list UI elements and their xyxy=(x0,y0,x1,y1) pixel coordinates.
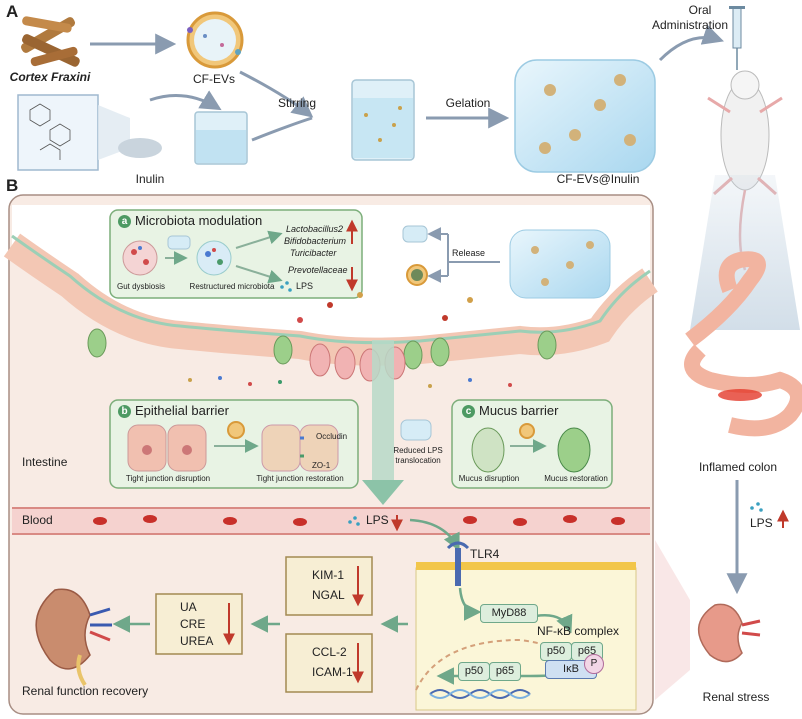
mucus-badge: c xyxy=(462,405,475,418)
arrow-inulin-up xyxy=(149,90,222,111)
bacteria-up-1: Lactobacillus2 xyxy=(286,224,344,234)
kidney-healthy-icon xyxy=(35,588,112,687)
renal-stress-label: Renal stress xyxy=(702,690,770,704)
tlr4-receptor-icon xyxy=(446,541,470,586)
ccl-icam-box xyxy=(285,633,373,693)
panel-a-letter: A xyxy=(6,2,19,21)
blood-band xyxy=(12,508,650,534)
arrow-evs-to-stir xyxy=(239,70,314,118)
zo1-label: ZO-1 xyxy=(312,461,331,470)
cf-evs-inulin-label: CF-EVs@Inulin xyxy=(556,172,640,186)
inflamed-colon-label: Inflamed colon xyxy=(698,460,778,474)
ngal-label: NGAL xyxy=(312,588,345,602)
release-hydrogel-icon xyxy=(509,229,611,299)
reduced-lps-hydrogel-icon xyxy=(400,419,432,441)
translocation-arrow-shaft xyxy=(372,340,394,480)
inulin-structure-icon xyxy=(17,94,162,171)
red-blood-cells xyxy=(93,515,625,526)
syringe-icon xyxy=(729,6,745,70)
mucus-restoration-label: Mucus restoration xyxy=(544,474,608,483)
microbiota-box xyxy=(109,209,363,299)
p50-complex: p50 xyxy=(540,642,572,661)
kim-ngal-box xyxy=(285,556,373,616)
kidney-stressed-icon xyxy=(697,603,761,663)
cortex-fraxini-icon xyxy=(20,16,80,67)
mucus-title-text: Mucus barrier xyxy=(479,403,559,418)
mucus-title: c Mucus barrier xyxy=(462,403,558,418)
tj-restoration-label: Tight junction restoration xyxy=(256,474,344,483)
cortex-fraxini-label: Cortex Fraxini xyxy=(9,70,91,84)
microbiota-lps-label: LPS xyxy=(296,281,314,291)
arrow-oral xyxy=(658,24,724,62)
cf-evs-label: CF-EVs xyxy=(193,72,235,86)
ccl2-label: CCL-2 xyxy=(312,645,347,659)
blood-lps-label: LPS xyxy=(366,513,389,527)
restructured-label: Restructured microbiota xyxy=(189,282,275,291)
phospho-label: P xyxy=(584,654,604,674)
icam1-label: ICAM-1 xyxy=(312,665,353,679)
myd88-label: MyD88 xyxy=(480,604,538,623)
bacteria-up-3: Turicibacter xyxy=(290,248,337,258)
cell-cytoplasm xyxy=(415,567,637,711)
oral-label-line1: Oral xyxy=(688,3,712,17)
bacteria-down: Prevotellaceae xyxy=(288,265,348,275)
ua-label: UA xyxy=(180,600,197,614)
cell-membrane xyxy=(416,562,636,570)
beaker-mixture-icon xyxy=(351,79,415,161)
blood-label: Blood xyxy=(22,513,53,527)
dna-icon xyxy=(429,689,531,699)
stress-beam xyxy=(655,540,690,700)
renal-recovery-label: Renal function recovery xyxy=(22,684,149,698)
tlr4-label: TLR4 xyxy=(470,547,500,561)
p50-nuclear: p50 xyxy=(458,662,490,681)
epithelial-title: b Epithelial barrier xyxy=(118,403,229,418)
cf-ev-vesicle-icon xyxy=(186,11,244,69)
kim1-label: KIM-1 xyxy=(312,568,345,582)
reduced-lps-line1: Reduced LPS xyxy=(393,446,443,455)
translocation-arrow-head xyxy=(362,480,404,505)
intestine-label: Intestine xyxy=(22,455,68,469)
bacteria-up-2: Bifidobacterium xyxy=(284,236,347,246)
epithelial-badge: b xyxy=(118,405,131,418)
tj-disruption-label: Tight junction disruption xyxy=(125,474,211,483)
goblet-cells xyxy=(87,328,557,370)
nfkb-complex-label: NF-κB complex xyxy=(537,624,620,638)
beaker-inulin-icon xyxy=(194,111,248,165)
particles xyxy=(188,292,512,388)
inulin-label: Inulin xyxy=(135,172,165,186)
gut-dysbiosis-label: Gut dysbiosis xyxy=(116,282,166,291)
occludin-label: Occludin xyxy=(316,432,348,441)
stirring-label: Stirring xyxy=(277,96,317,110)
cre-label: CRE xyxy=(180,617,206,631)
p65-nuclear: p65 xyxy=(489,662,521,681)
microbiota-title: a Microbiota modulation xyxy=(118,213,262,228)
hydrogel-block-icon xyxy=(514,59,656,173)
release-label: Release xyxy=(452,248,486,258)
mucus-disruption-label: Mucus disruption xyxy=(458,474,520,483)
oral-label-line2: Administration xyxy=(651,18,729,32)
right-lps-label: LPS xyxy=(750,516,773,530)
urea-label: UREA xyxy=(180,634,214,648)
mucus-layer xyxy=(11,234,651,345)
reduced-lps-line2: translocation xyxy=(395,456,441,465)
arrow-beaker-to-stir xyxy=(251,116,313,142)
gelation-label: Gelation xyxy=(445,96,491,110)
microbiota-badge: a xyxy=(118,215,131,228)
epithelial-title-text: Epithelial barrier xyxy=(135,403,229,418)
panel-b-letter: B xyxy=(6,176,19,195)
colon-icon xyxy=(684,251,802,437)
microbiota-title-text: Microbiota modulation xyxy=(135,213,263,228)
